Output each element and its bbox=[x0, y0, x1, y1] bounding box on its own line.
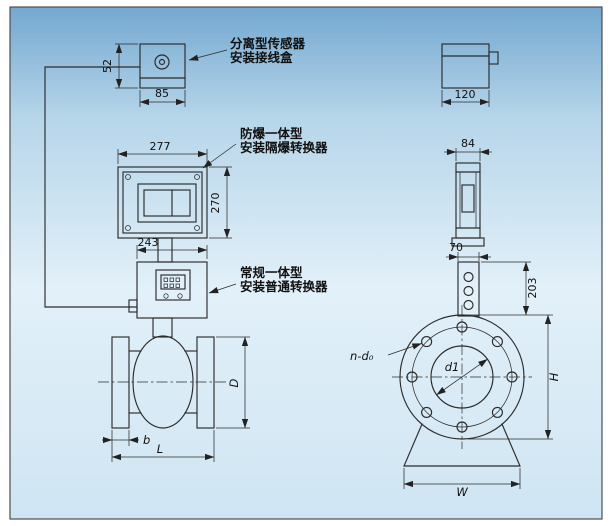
dim-side-neck-width: 70 bbox=[446, 241, 491, 261]
sensor-neck bbox=[152, 317, 173, 338]
drawing-panel bbox=[9, 6, 603, 520]
dim-sensor-height: H bbox=[468, 314, 561, 440]
dim-D-label: D bbox=[227, 378, 241, 387]
explosion-proof-label-line1: 防爆一体型 bbox=[240, 126, 303, 141]
cable-entry bbox=[488, 51, 499, 65]
dim-base-width: W bbox=[403, 468, 521, 499]
right-assembly: 120 84 70 bbox=[350, 43, 561, 499]
dim-side-converter-width: 84 bbox=[444, 137, 492, 161]
dim-84-label: 84 bbox=[461, 137, 475, 150]
dim-nd0-label: n-d₀ bbox=[350, 349, 374, 363]
junction-box-label-line2: 安装接线盒 bbox=[230, 50, 293, 65]
bolt-holes-annotation: n-d₀ bbox=[350, 343, 422, 363]
dim-52-label: 52 bbox=[101, 59, 114, 73]
flange-face-view: d1 bbox=[392, 305, 532, 467]
dim-junction-height: 52 bbox=[101, 43, 138, 89]
standard-converter-annotation: 常规一体型 安装普通转换器 bbox=[208, 265, 328, 294]
left-assembly: 52 85 分离型传感器 安装接线盒 2 bbox=[44, 36, 328, 462]
converter-side-profile bbox=[451, 162, 485, 247]
dim-L-label: L bbox=[157, 442, 163, 456]
dim-sensor-length: L bbox=[111, 430, 215, 462]
standard-label-line2: 安装普通转换器 bbox=[240, 279, 328, 294]
explosion-proof-label-line2: 安装隔爆转换器 bbox=[240, 140, 328, 155]
dim-junction-width: 85 bbox=[139, 87, 186, 107]
dim-203-label: 203 bbox=[526, 278, 539, 299]
left-flange bbox=[111, 336, 130, 429]
leader-explosion-proof bbox=[202, 143, 237, 169]
mounting-neck-side bbox=[457, 261, 480, 317]
leader-junction-box bbox=[188, 49, 228, 61]
cable-gland bbox=[128, 299, 138, 313]
dim-243-label: 243 bbox=[138, 236, 159, 249]
sensor-cable-line bbox=[44, 66, 141, 308]
dim-277-label: 277 bbox=[150, 140, 171, 153]
junction-box-annotation: 分离型传感器 安装接线盒 bbox=[188, 36, 306, 65]
dim-70-label: 70 bbox=[449, 241, 463, 254]
junction-box-label-line1: 分离型传感器 bbox=[230, 36, 306, 51]
dim-85-label: 85 bbox=[155, 87, 169, 100]
explosion-proof-converter-front bbox=[117, 166, 208, 239]
dim-standard-width: 243 bbox=[136, 236, 208, 259]
dim-d1-label: d1 bbox=[445, 360, 460, 374]
explosion-proof-annotation: 防爆一体型 安装隔爆转换器 bbox=[202, 126, 328, 169]
junction-box-side bbox=[441, 43, 499, 89]
dim-120-label: 120 bbox=[455, 88, 476, 101]
sensor-body-front bbox=[98, 335, 228, 429]
dim-270-label: 270 bbox=[209, 193, 222, 214]
support-base bbox=[403, 423, 521, 467]
d1-diameter-line bbox=[436, 358, 488, 396]
dim-exproof-height: 270 bbox=[209, 166, 232, 239]
leader-standard-converter bbox=[208, 283, 237, 294]
standard-label-line1: 常规一体型 bbox=[240, 265, 303, 280]
dim-W-label: W bbox=[456, 485, 468, 499]
dim-flange-diameter: D bbox=[216, 336, 250, 429]
leader-bolt-holes bbox=[387, 343, 422, 356]
dim-converter-mount-height: 203 bbox=[481, 261, 539, 316]
right-flange bbox=[196, 336, 215, 429]
dim-b-label: b bbox=[143, 433, 150, 447]
dim-H-label: H bbox=[547, 372, 561, 381]
dim-side-junction-width: 120 bbox=[441, 88, 490, 107]
junction-box-front bbox=[139, 43, 186, 89]
